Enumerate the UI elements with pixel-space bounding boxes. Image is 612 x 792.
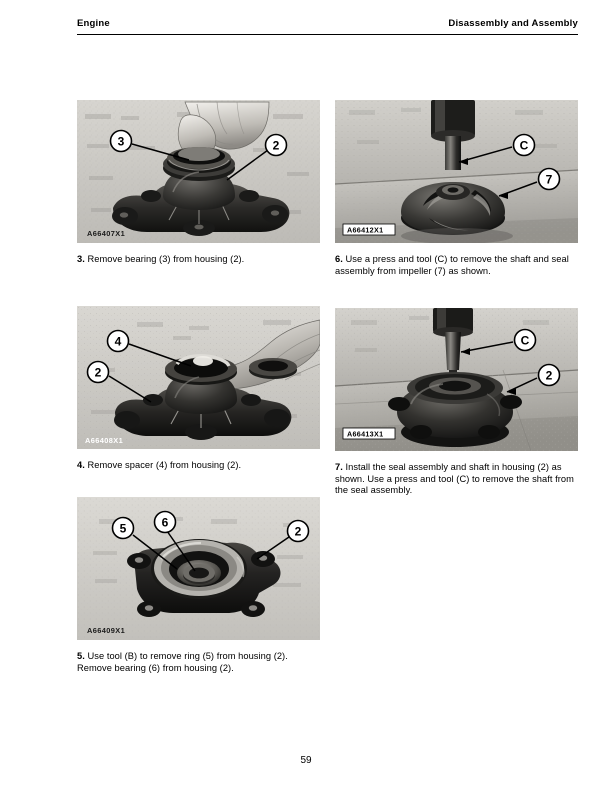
- step-caption-5: 5. Use tool (B) to remove ring (5) from …: [77, 651, 320, 674]
- callout-2: 2: [95, 365, 102, 379]
- figure-a66408x1: 4 2 A66408X1: [77, 305, 320, 449]
- callout-4: 4: [115, 334, 122, 348]
- step-number: 3.: [77, 254, 85, 264]
- figure-block-1: 3 2 A66407X1 3. Remove bearing (3) from …: [77, 100, 320, 266]
- figure-id-label: A66409X1: [87, 626, 125, 635]
- step-text: Install the seal assembly and shaft in h…: [335, 462, 574, 496]
- callout-5: 5: [120, 522, 127, 536]
- step-text: Remove bearing (3) from housing (2).: [87, 254, 245, 264]
- step-text: Use tool (B) to remove ring (5) from hou…: [77, 651, 288, 673]
- step-number: 5.: [77, 651, 85, 662]
- step-number: 7.: [335, 462, 343, 473]
- callout-2: 2: [273, 139, 280, 153]
- left-column: 3 2 A66407X1 3. Remove bearing (3) from …: [77, 100, 320, 674]
- header-rule: [77, 34, 578, 35]
- figure-id-label: A66407X1: [87, 229, 125, 238]
- callout-2: 2: [546, 369, 553, 383]
- step-caption-7: 7. Install the seal assembly and shaft i…: [335, 462, 578, 497]
- step-number: 4.: [77, 459, 85, 470]
- header-section-title: Engine: [77, 18, 110, 29]
- callout-6: 6: [162, 516, 169, 530]
- step-caption-3: 3. Remove bearing (3) from housing (2).: [77, 254, 320, 266]
- page-number: 59: [300, 755, 312, 766]
- callout-7: 7: [546, 173, 553, 187]
- figure-block-2: 4 2 A66408X1 4. Remove spacer (4) from h…: [77, 305, 320, 472]
- header-chapter-title: Disassembly and Assembly: [448, 18, 578, 29]
- figure-a66407x1: 3 2 A66407X1: [77, 100, 320, 243]
- figure-a66413x1: C 2 A66413X1: [335, 308, 578, 452]
- callout-C: C: [520, 139, 529, 153]
- figure-a66412x1: C 7 A66412X1: [335, 100, 578, 243]
- figure-a66409x1: 5 6 2 A66409X1: [77, 497, 320, 641]
- callout-C: C: [521, 334, 530, 348]
- step-text: Remove spacer (4) from housing (2).: [87, 459, 242, 470]
- figure-block-3: 5 6 2 A66409X1 5. Use tool (B) to remove…: [77, 497, 320, 674]
- right-column: C 7 A66412X1 6. Use a press and tool (C)…: [335, 100, 578, 497]
- step-caption-6: 6. Use a press and tool (C) to remove th…: [335, 254, 578, 277]
- figure-block-4: C 7 A66412X1 6. Use a press and tool (C)…: [335, 100, 578, 277]
- figure-block-5: C 2 A66413X1 7. Install the seal assembl…: [335, 308, 578, 497]
- figure-id-label: A66412X1: [347, 226, 383, 235]
- step-text: Use a press and tool (C) to remove the s…: [335, 254, 569, 276]
- step-caption-4: 4. Remove spacer (4) from housing (2).: [77, 460, 320, 472]
- callout-2: 2: [295, 525, 302, 539]
- page-header: Engine Disassembly and Assembly: [77, 18, 578, 38]
- callout-3: 3: [118, 135, 125, 149]
- step-number: 6.: [335, 254, 343, 264]
- figure-id-label: A66413X1: [347, 430, 383, 439]
- figure-id-label: A66408X1: [85, 436, 123, 445]
